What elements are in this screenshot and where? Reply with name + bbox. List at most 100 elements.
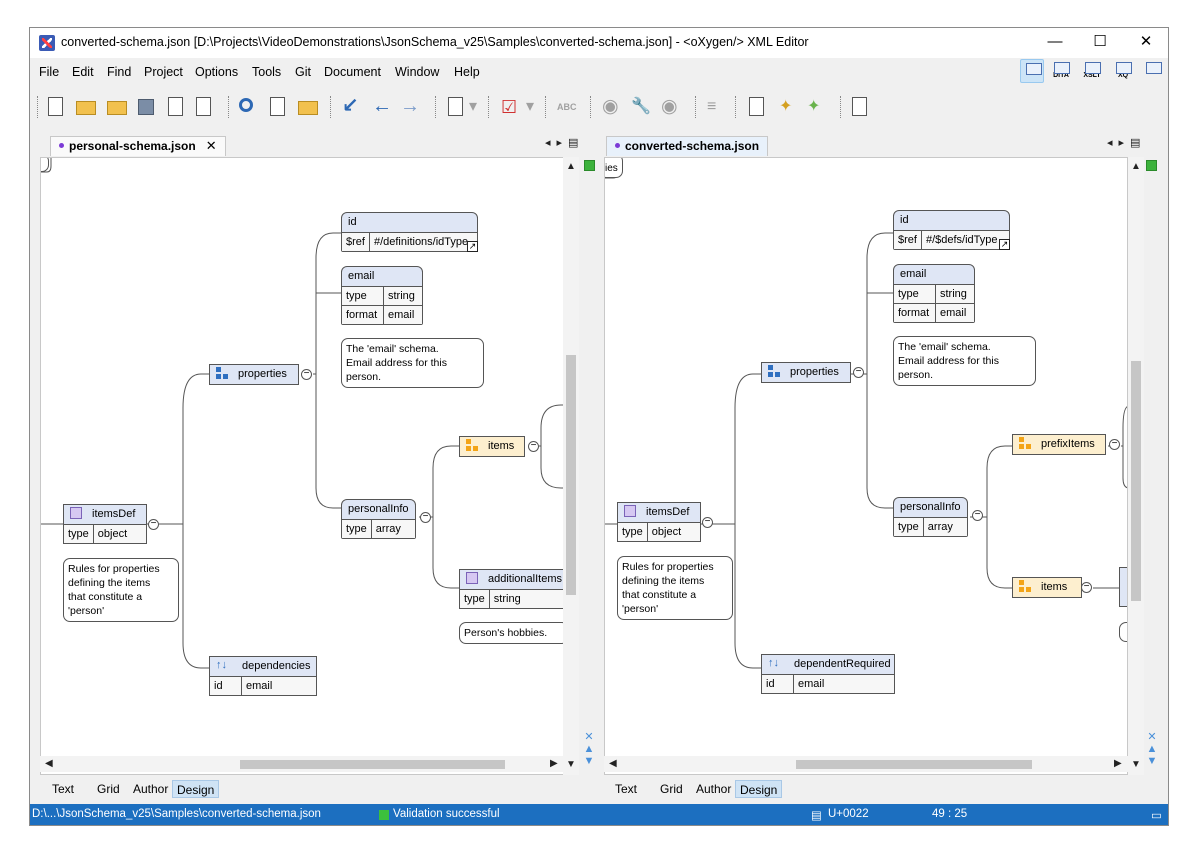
close-tab-icon[interactable]: ✕ — [205, 138, 217, 153]
left-horizontal-scrollbar[interactable]: ◀ ▶ — [40, 756, 563, 772]
collapse-toggle-icon[interactable]: − — [1081, 582, 1092, 593]
scroll-left-icon[interactable]: ◀ — [45, 758, 53, 769]
id-node[interactable]: id $ref#/$defs/idType ↗ — [893, 210, 1010, 250]
menu-document[interactable]: Document — [324, 65, 381, 79]
find-in-files-icon[interactable] — [270, 97, 285, 116]
chevron-down-icon[interactable]: ▾ — [526, 98, 535, 115]
open-url-icon[interactable] — [107, 101, 127, 115]
format-pretty-print-icon[interactable]: ≡ — [707, 98, 717, 115]
xpath-icon[interactable] — [749, 97, 764, 116]
scroll-down-icon[interactable]: ▼ — [566, 759, 576, 770]
reference-link-icon[interactable]: ↗ — [467, 241, 478, 252]
mode-tab-text[interactable]: Text — [52, 782, 75, 796]
save-to-url-icon[interactable] — [168, 97, 183, 116]
format-indent-icon[interactable] — [448, 97, 463, 116]
edit-document-icon[interactable] — [852, 97, 867, 116]
xquery-perspective-button[interactable]: XQ — [1111, 59, 1135, 83]
collapse-toggle-icon[interactable]: − — [148, 519, 159, 530]
collapse-toggle-icon[interactable]: − — [301, 369, 312, 380]
tab-navigation-icons[interactable]: ◂▸▤ — [1107, 137, 1147, 149]
vertical-scroll-thumb[interactable] — [566, 355, 576, 595]
right-side-icons[interactable]: ✕▲▼ — [1146, 731, 1158, 767]
collapse-toggle-icon[interactable]: − — [702, 517, 713, 528]
xslt-perspective-button[interactable]: XSLT — [1080, 59, 1104, 83]
minimize-button[interactable]: — — [1047, 33, 1063, 50]
properties-node[interactable]: properties — [761, 362, 851, 383]
last-edit-icon[interactable]: ↙ — [342, 95, 359, 117]
database-perspective-button[interactable] — [1141, 59, 1165, 83]
mode-tab-grid[interactable]: Grid — [660, 782, 683, 796]
configure-transformation-icon[interactable]: 🔧 — [631, 98, 651, 115]
horizontal-scroll-thumb[interactable] — [796, 760, 1032, 769]
editor-perspective-button[interactable] — [1020, 59, 1044, 83]
left-vertical-scrollbar[interactable]: ▲ ▼ — [563, 157, 579, 775]
scroll-up-icon[interactable]: ▲ — [566, 161, 576, 172]
scroll-up-icon[interactable]: ▲ — [1131, 161, 1141, 172]
pin-green-icon[interactable]: ✦ — [807, 98, 821, 115]
open-folder-icon[interactable] — [76, 101, 96, 115]
vertical-scroll-thumb[interactable] — [1131, 361, 1141, 601]
open-file-at-caret-icon[interactable] — [298, 101, 318, 115]
menu-window[interactable]: Window — [395, 65, 440, 79]
scroll-right-icon[interactable]: ▶ — [1114, 758, 1122, 769]
collapse-toggle-icon[interactable]: − — [972, 510, 983, 521]
reload-icon[interactable] — [196, 97, 211, 116]
forward-arrow-icon[interactable]: → — [400, 95, 420, 117]
new-document-icon[interactable] — [48, 97, 63, 116]
collapse-toggle-icon[interactable]: − — [528, 441, 539, 452]
dita-perspective-button[interactable]: DITA — [1049, 59, 1073, 83]
scroll-right-icon[interactable]: ▶ — [550, 758, 558, 769]
collapse-toggle-icon[interactable]: − — [1109, 439, 1120, 450]
mode-tab-design[interactable]: Design — [735, 780, 783, 798]
collapse-toggle-icon[interactable]: − — [420, 512, 431, 523]
items-node[interactable]: items — [1012, 577, 1082, 598]
horizontal-scroll-thumb[interactable] — [240, 760, 505, 769]
menu-tools[interactable]: Tools — [252, 65, 282, 79]
menu-git[interactable]: Git — [295, 65, 311, 79]
maximize-button[interactable]: ☐ — [1093, 33, 1107, 50]
tab-converted-schema[interactable]: converted-schema.json — [606, 136, 769, 156]
apply-transformation-icon[interactable]: ◉ — [602, 96, 619, 117]
menu-file[interactable]: File — [39, 65, 60, 79]
menu-options[interactable]: Options — [195, 65, 239, 79]
chevron-down-icon[interactable]: ▾ — [469, 98, 478, 115]
properties-node[interactable]: properties — [209, 364, 299, 385]
save-icon[interactable] — [138, 99, 154, 115]
pin-icon[interactable]: ✦ — [779, 98, 793, 115]
spell-check-icon[interactable]: ABC — [557, 102, 577, 112]
back-arrow-icon[interactable]: ← — [372, 95, 392, 117]
tab-personal-schema[interactable]: personal-schema.json✕ — [50, 136, 226, 156]
menu-edit[interactable]: Edit — [72, 65, 94, 79]
menu-help[interactable]: Help — [454, 65, 480, 79]
left-side-icons[interactable]: ✕▲▼ — [583, 731, 595, 767]
scroll-down-icon[interactable]: ▼ — [1131, 759, 1141, 770]
right-horizontal-scrollbar[interactable]: ◀ ▶ — [604, 756, 1128, 772]
prefixItems-node[interactable]: prefixItems — [1012, 434, 1106, 455]
left-design-canvas[interactable]: id $ref#/definitions/idType ↗ email type… — [40, 157, 567, 775]
collapse-toggle-icon[interactable]: − — [853, 367, 864, 378]
mode-tab-grid[interactable]: Grid — [97, 782, 120, 796]
messages-icon[interactable]: ▭ — [1151, 810, 1162, 822]
id-node[interactable]: id $ref#/definitions/idType ↗ — [341, 212, 478, 252]
menu-find[interactable]: Find — [107, 65, 132, 79]
find-replace-icon[interactable] — [239, 98, 253, 112]
items-node[interactable]: items — [459, 436, 525, 457]
tab-navigation-icons[interactable]: ◂▸▤ — [545, 137, 585, 149]
reference-link-icon[interactable]: ↗ — [999, 239, 1010, 250]
validate-icon[interactable]: ☑ — [501, 97, 518, 117]
mode-tab-text[interactable]: Text — [615, 782, 638, 796]
mode-tab-design[interactable]: Design — [172, 780, 220, 798]
scroll-left-icon[interactable]: ◀ — [609, 758, 617, 769]
close-window-button[interactable]: ✕ — [1139, 33, 1153, 50]
debug-transformation-icon[interactable]: ◉ — [661, 96, 678, 117]
